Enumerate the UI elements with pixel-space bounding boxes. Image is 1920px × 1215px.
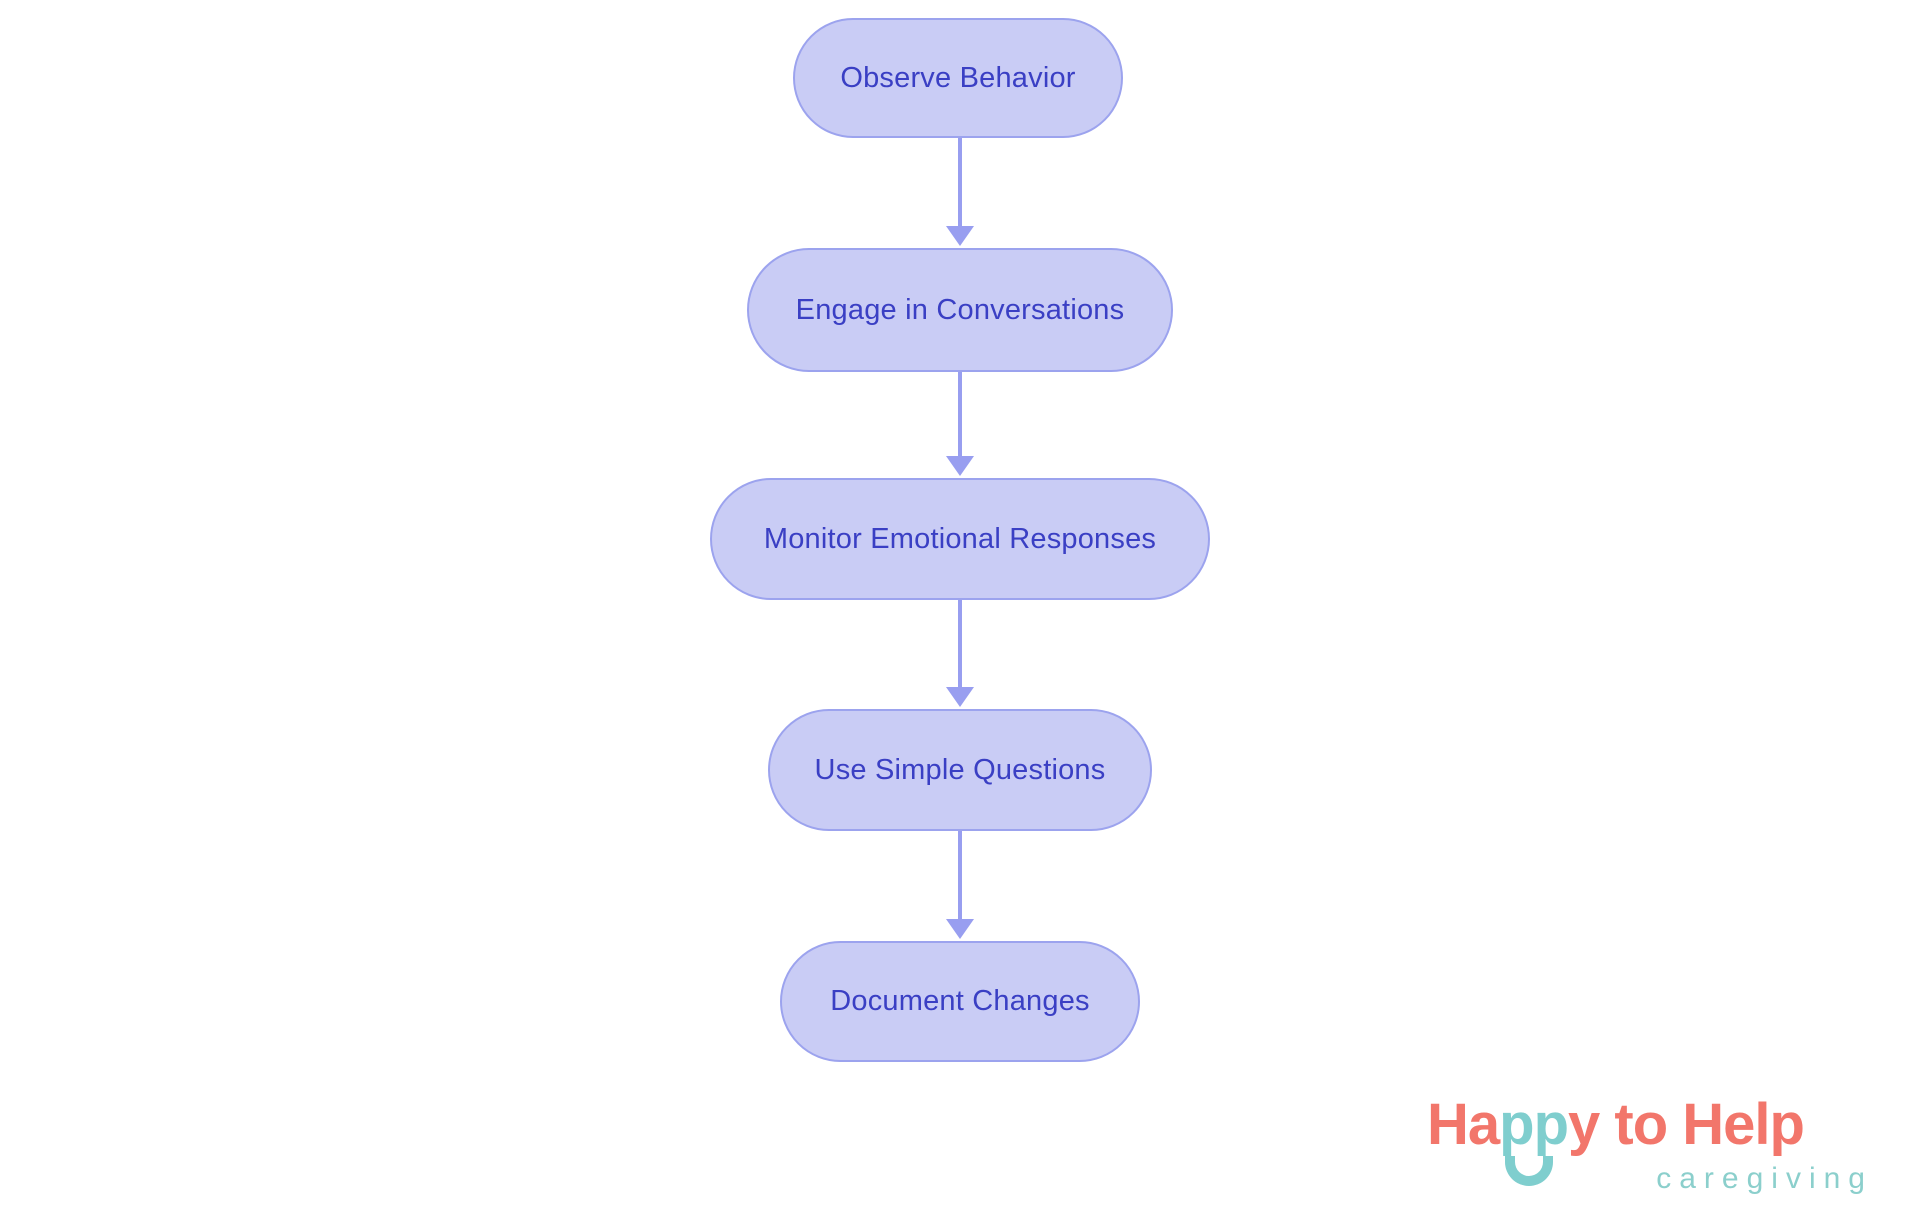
logo-pp-wrap: pp xyxy=(1499,1096,1569,1186)
node-label: Document Changes xyxy=(830,985,1090,1017)
node-label: Engage in Conversations xyxy=(795,293,1125,326)
node-label: Observe Behavior xyxy=(840,61,1076,94)
arrow-head-icon xyxy=(946,919,974,939)
arrow-shaft xyxy=(958,372,962,456)
logo-text-rest: y to Help xyxy=(1568,1092,1805,1157)
smile-icon xyxy=(1505,1156,1554,1186)
logo-text-ha: Ha xyxy=(1427,1092,1500,1157)
arrow-shaft xyxy=(958,138,962,226)
logo-tagline: caregiving xyxy=(1656,1162,1873,1195)
connector-arrow-3 xyxy=(942,600,978,707)
connector-arrow-1 xyxy=(942,138,978,246)
logo-text-pp: pp xyxy=(1499,1092,1569,1157)
arrow-shaft xyxy=(958,831,962,919)
arrow-head-icon xyxy=(946,226,974,246)
connector-arrow-4 xyxy=(942,831,978,939)
arrow-shaft xyxy=(958,600,962,687)
arrow-head-icon xyxy=(946,687,974,707)
flow-node-engage-in-conversations: Engage in Conversations xyxy=(747,248,1173,372)
flow-node-document-changes: Document Changes xyxy=(780,941,1140,1062)
node-label: Monitor Emotional Responses xyxy=(763,522,1157,555)
node-label: Use Simple Questions xyxy=(814,753,1106,786)
arrow-head-icon xyxy=(946,456,974,476)
flow-node-use-simple-questions: Use Simple Questions xyxy=(768,709,1152,831)
flow-node-monitor-emotional-responses: Monitor Emotional Responses xyxy=(710,478,1210,600)
connector-arrow-2 xyxy=(942,372,978,476)
flow-node-observe-behavior: Observe Behavior xyxy=(793,18,1123,138)
